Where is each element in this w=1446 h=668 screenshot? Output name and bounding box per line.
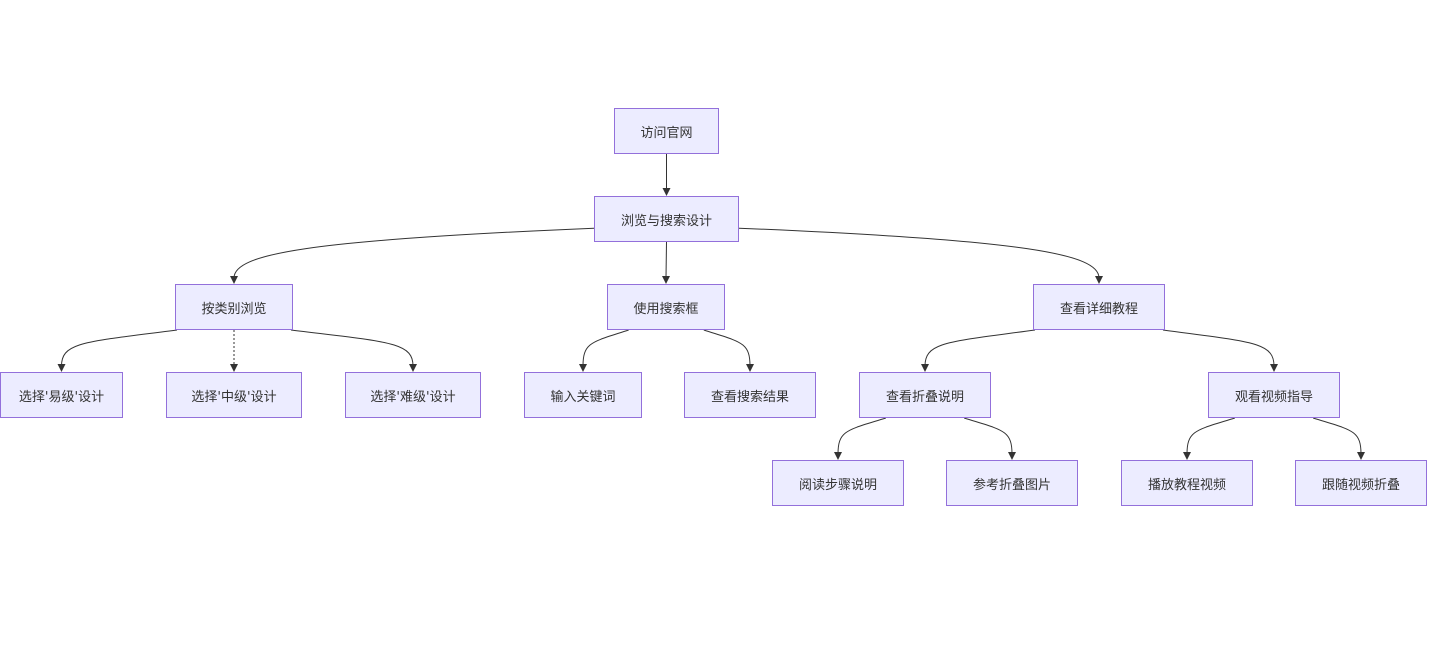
node-label: 参考折叠图片 xyxy=(972,477,1051,493)
arrowhead-medium xyxy=(230,364,238,372)
edge-tutorial-to-folding xyxy=(924,329,1036,367)
edge-browse-to-category xyxy=(233,227,595,279)
arrowhead-play xyxy=(1183,452,1191,460)
edge-category-to-hard xyxy=(290,329,414,367)
node-folding: 查看折叠说明 xyxy=(859,372,991,418)
arrowhead-easy xyxy=(57,364,66,372)
node-label: 查看折叠说明 xyxy=(885,389,964,405)
node-label: 浏览与搜索设计 xyxy=(620,213,712,229)
node-video: 观看视频指导 xyxy=(1208,372,1340,418)
arrowhead-results xyxy=(746,364,754,372)
arrowhead-folding xyxy=(921,364,929,372)
arrowhead-searchbox xyxy=(662,276,670,284)
arrowhead-follow xyxy=(1357,452,1365,460)
node-browse: 浏览与搜索设计 xyxy=(594,196,739,242)
node-label: 查看详细教程 xyxy=(1059,301,1138,317)
node-hard: 选择'难级'设计 xyxy=(345,372,481,418)
node-label: 使用搜索框 xyxy=(633,301,699,317)
node-label: 选择'中级'设计 xyxy=(191,389,277,405)
edge-folding-to-steps xyxy=(837,417,886,455)
node-visit: 访问官网 xyxy=(614,108,719,154)
node-play: 播放教程视频 xyxy=(1121,460,1253,506)
node-label: 访问官网 xyxy=(640,125,693,141)
node-label: 选择'易级'设计 xyxy=(18,389,105,405)
edge-tutorial-to-video xyxy=(1162,329,1275,367)
edge-category-to-easy xyxy=(61,329,178,367)
node-label: 观看视频指导 xyxy=(1234,389,1313,405)
node-tutorial: 查看详细教程 xyxy=(1033,284,1165,330)
node-label: 按类别浏览 xyxy=(201,301,267,317)
arrowhead-hard xyxy=(409,364,417,372)
node-keyword: 输入关键词 xyxy=(524,372,642,418)
node-category: 按类别浏览 xyxy=(175,284,293,330)
node-label: 输入关键词 xyxy=(550,389,616,405)
node-medium: 选择'中级'设计 xyxy=(166,372,302,418)
arrowhead-steps xyxy=(834,452,842,460)
edge-video-to-play xyxy=(1186,417,1235,455)
arrowhead-video xyxy=(1270,364,1278,372)
node-results: 查看搜索结果 xyxy=(684,372,816,418)
node-label: 播放教程视频 xyxy=(1147,477,1226,493)
arrowhead-keyword xyxy=(579,364,587,372)
node-steps: 阅读步骤说明 xyxy=(772,460,904,506)
edge-folding-to-images xyxy=(964,417,1013,455)
edge-video-to-follow xyxy=(1313,417,1362,455)
edge-searchbox-to-keyword xyxy=(582,329,629,367)
node-follow: 跟随视频折叠 xyxy=(1295,460,1427,506)
node-label: 选择'难级'设计 xyxy=(370,389,456,405)
arrowhead-tutorial xyxy=(1095,276,1103,284)
arrowhead-browse xyxy=(662,188,671,196)
node-searchbox: 使用搜索框 xyxy=(607,284,725,330)
node-easy: 选择'易级'设计 xyxy=(0,372,123,418)
edge-searchbox-to-results xyxy=(703,329,751,367)
edge-browse-to-tutorial xyxy=(738,227,1100,279)
node-label: 阅读步骤说明 xyxy=(798,477,877,493)
node-images: 参考折叠图片 xyxy=(946,460,1078,506)
node-label: 跟随视频折叠 xyxy=(1321,477,1400,493)
node-label: 查看搜索结果 xyxy=(710,389,789,405)
arrowhead-category xyxy=(230,276,238,284)
edge-browse-to-searchbox xyxy=(665,241,667,279)
arrowhead-images xyxy=(1008,452,1016,460)
